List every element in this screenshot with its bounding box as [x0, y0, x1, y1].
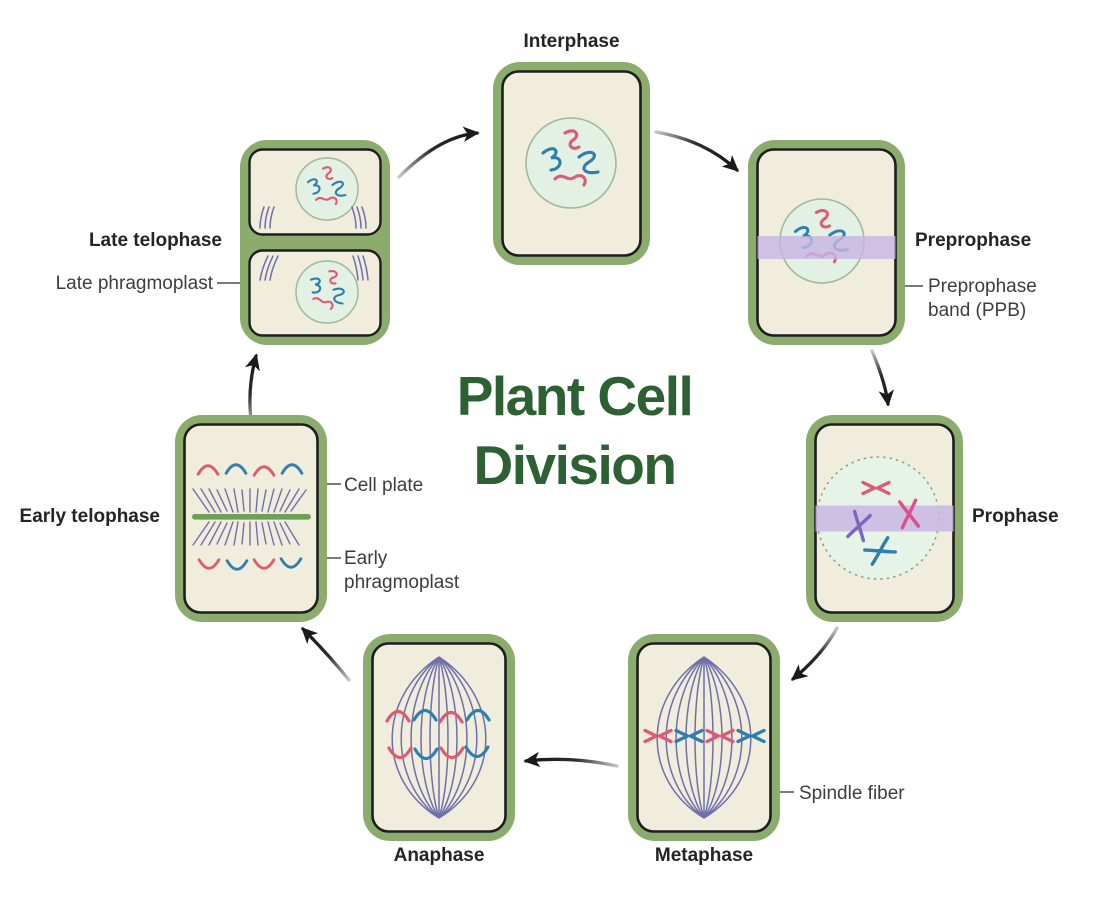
cell-plate [192, 514, 311, 520]
arrow-prophase-to-metaphase [791, 626, 839, 681]
nucleus [295, 260, 359, 324]
arrow-preprophase-to-prophase [870, 349, 894, 407]
annotation-late-phragmoplast: Late phragmoplast [55, 273, 213, 294]
late-telophase-cells [240, 140, 390, 345]
nucleus [525, 117, 617, 209]
label-anaphase: Anaphase [393, 845, 485, 866]
label-preprophase: Preprophase [915, 230, 1032, 251]
preprophase-band [757, 236, 896, 259]
early-telophase-cell [175, 415, 327, 622]
prophase-cell [806, 415, 963, 622]
anaphase-cell [363, 634, 515, 841]
annotation-early-phragmoplast: Early phragmoplast [344, 548, 460, 593]
label-late-telophase: Late telophase [88, 230, 222, 251]
diagram-title: Plant Cell Division [377, 362, 772, 501]
late-phragmoplast-marks [259, 206, 369, 281]
early-phragmoplast-upper [192, 488, 307, 513]
arrow-metaphase-to-anaphase [523, 751, 619, 768]
arrow-anaphase-to-early-telophase [301, 627, 351, 682]
title-line1: Plant Cell [456, 365, 694, 427]
interphase-cell [493, 62, 650, 265]
label-interphase: Interphase [523, 31, 620, 52]
preprophase-band [815, 505, 954, 532]
title-line2: Division [473, 434, 677, 497]
nucleus [295, 157, 359, 221]
label-metaphase: Metaphase [654, 845, 754, 866]
annotation-preprophase-band: Preprophase band (PPB) [928, 276, 1037, 321]
early-phragmoplast-lower [192, 521, 300, 546]
label-early-telophase: Early telophase [19, 506, 160, 527]
arrow-late-telophase-to-interphase [397, 126, 480, 179]
label-prophase: Prophase [972, 506, 1059, 527]
preprophase-cell [748, 140, 905, 345]
annotation-spindle-fiber: Spindle fiber [799, 783, 905, 804]
arrow-interphase-to-preprophase [654, 130, 739, 172]
annotation-cell-plate: Cell plate [344, 475, 424, 496]
metaphase-cell [628, 634, 780, 841]
